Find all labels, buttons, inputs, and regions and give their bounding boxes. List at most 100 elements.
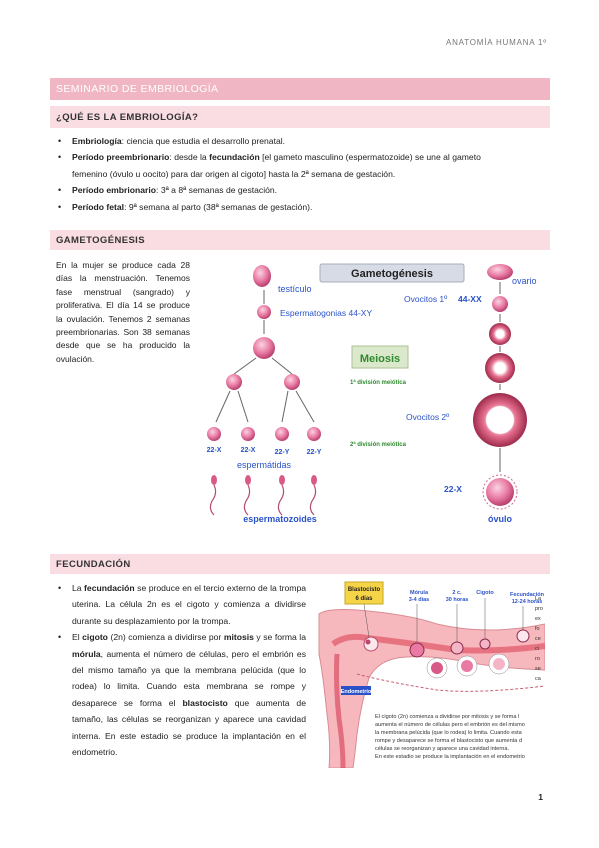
testis-icon bbox=[253, 265, 271, 287]
ovary-icon bbox=[487, 264, 513, 280]
definition: [el gameto masculino (espermatozoide) se… bbox=[259, 152, 481, 163]
morula-label: Mórula bbox=[410, 590, 429, 596]
ovocitos1-karyotype: 44-XX bbox=[458, 294, 482, 304]
caption-line: El cigoto (2n) comienza a dividirse por … bbox=[375, 714, 519, 720]
gametogenesis-paragraph: En la mujer se produce cada 28 días la m… bbox=[56, 260, 190, 364]
side-text: pro bbox=[535, 606, 543, 612]
first-division-label: 1ª división meiótica bbox=[350, 379, 407, 386]
spermatid-cell bbox=[241, 427, 255, 441]
question-heading: ¿QUÉ ES LA EMBRIOLOGÍA? bbox=[50, 106, 550, 128]
definition: : desde la bbox=[169, 152, 210, 163]
term: blastocisto bbox=[182, 697, 228, 708]
text: que aumenta de tamaño, las células se re… bbox=[72, 697, 306, 758]
karyotype-label: 22-X bbox=[241, 447, 256, 454]
term: cigoto bbox=[82, 632, 108, 643]
side-text: se bbox=[535, 666, 541, 672]
fecundacion-fig-label: Fecundación bbox=[510, 592, 545, 598]
text: y se forma la bbox=[253, 632, 306, 643]
second-division-label: 2ª división meiótica bbox=[350, 441, 407, 448]
running-header: ANATOMÍA HUMANA 1º bbox=[445, 38, 547, 47]
secondary-spermatocyte-cell bbox=[226, 374, 242, 390]
two-cell-label: 2 c. bbox=[452, 590, 462, 596]
section-title: SEMINARIO DE EMBRIOLOGÍA bbox=[50, 78, 550, 100]
ovocitos1-label: Ovocitos 1º bbox=[404, 294, 447, 304]
text: , aumenta el número de células, pero el … bbox=[72, 648, 306, 708]
fecundacion-figure: Blastocisto 6 días Mórula 3-4 días 2 c. … bbox=[317, 574, 545, 768]
blastocisto-days: 6 días bbox=[355, 596, 373, 602]
term: fecundación bbox=[209, 152, 260, 163]
list-item: Período embrionario: 3ª a 8ª semanas de … bbox=[56, 182, 552, 199]
fecundacion-list: La fecundación se produce en el tercio e… bbox=[56, 580, 306, 760]
side-text: fo bbox=[535, 626, 540, 632]
two-cell-icon bbox=[450, 641, 464, 655]
spermatid-cell bbox=[207, 427, 221, 441]
karyotype-label: 22-Y bbox=[275, 449, 290, 456]
blastocisto-label: Blastocisto bbox=[348, 587, 381, 593]
fecundacion-heading: FECUNDACIÓN bbox=[50, 554, 550, 574]
zygote-icon bbox=[479, 638, 491, 650]
sperm-icon bbox=[209, 475, 217, 516]
spermatogonia-cell bbox=[257, 305, 271, 319]
caption-line: rompe y desaparece se forma el blastocis… bbox=[375, 738, 522, 744]
follicle-icon bbox=[485, 353, 515, 383]
definition: : ciencia que estudia el desarrollo pren… bbox=[121, 136, 286, 146]
morula-days: 3-4 días bbox=[409, 597, 429, 603]
term: fecundación bbox=[84, 583, 135, 593]
text: se produce en el tercio externo de la tr… bbox=[72, 583, 306, 626]
list-item: Período fetal: 9ª semana al parto (38ª s… bbox=[56, 199, 552, 216]
primary-spermatocyte-cell bbox=[253, 337, 275, 359]
oocyte-cell bbox=[492, 296, 508, 312]
espermatidas-label: espermátidas bbox=[237, 460, 292, 470]
testiculo-label: testículo bbox=[278, 284, 312, 294]
karyotype-label: 22-X bbox=[207, 447, 222, 454]
spermatid-cell bbox=[275, 427, 289, 441]
morula-icon bbox=[409, 642, 425, 658]
figure-title: Gametogénesis bbox=[351, 268, 433, 280]
side-text: ro bbox=[535, 656, 540, 662]
side-text: ci bbox=[535, 646, 539, 652]
two-cell-hours: 30 horas bbox=[446, 597, 469, 603]
spermatid-cell bbox=[307, 427, 321, 441]
gametogenesis-figure: Gametogénesis testículo Espermatogonias … bbox=[200, 260, 544, 530]
caption-line: aumenta el número de células pero el emb… bbox=[375, 722, 525, 728]
follicle-icon bbox=[489, 323, 511, 345]
sperm-icon bbox=[277, 475, 285, 516]
meiosis-label: Meiosis bbox=[360, 353, 400, 365]
side-text: ca bbox=[535, 676, 542, 682]
ovocitos2-label: Ovocitos 2º bbox=[406, 412, 449, 422]
sperm-icon bbox=[243, 475, 251, 516]
cigoto-label: Cigoto bbox=[476, 590, 494, 596]
term: mitosis bbox=[223, 632, 254, 643]
karyotype-label: 22-Y bbox=[307, 449, 322, 456]
sperm-icon bbox=[309, 475, 317, 516]
fertilization-icon bbox=[516, 629, 530, 643]
definition: : 9ª semana al parto (38ª semanas de ges… bbox=[124, 201, 313, 212]
page-number: 1 bbox=[538, 792, 543, 802]
side-text: ex bbox=[535, 616, 541, 622]
term: Período preembrionario bbox=[72, 152, 170, 163]
list-item: El cigoto (2n) comienza a dividirse por … bbox=[56, 629, 306, 760]
fecundacion-hours: 12-24 horas bbox=[512, 599, 543, 605]
text: (2n) comienza a dividirse por bbox=[107, 632, 224, 643]
side-text: La bbox=[535, 596, 542, 602]
ovum-icon bbox=[482, 474, 518, 510]
caption-line: En este estadio se produce la implantaci… bbox=[375, 754, 525, 760]
blastocyst-icon bbox=[363, 636, 379, 652]
definition: : 3ª a 8ª semanas de gestación. bbox=[156, 185, 278, 196]
definition: femenino (óvulo u oocito) para dar orige… bbox=[72, 168, 396, 179]
list-item: Período preembrionario: desde la fecunda… bbox=[56, 149, 552, 182]
caption-line: la membrana pelúcida (que lo rodea) lo l… bbox=[375, 730, 523, 736]
text: El bbox=[72, 632, 83, 643]
definitions-list: Embriología: ciencia que estudia el desa… bbox=[56, 133, 552, 215]
term: Período fetal bbox=[72, 201, 125, 212]
list-item: Embriología: ciencia que estudia el desa… bbox=[56, 133, 552, 150]
espermatozoides-label: espermatozoides bbox=[243, 514, 317, 524]
caption-line: células se reorganizan y aparece una cav… bbox=[375, 746, 509, 752]
gametogenesis-heading: GAMETOGÉNESIS bbox=[50, 230, 550, 250]
ovulo-label: óvulo bbox=[488, 514, 513, 524]
espermatogonias-label: Espermatogonias 44-XY bbox=[280, 308, 372, 318]
ovulo-karyotype: 22-X bbox=[444, 484, 462, 494]
term: Embriología bbox=[72, 136, 122, 146]
side-text: ce bbox=[535, 636, 541, 642]
